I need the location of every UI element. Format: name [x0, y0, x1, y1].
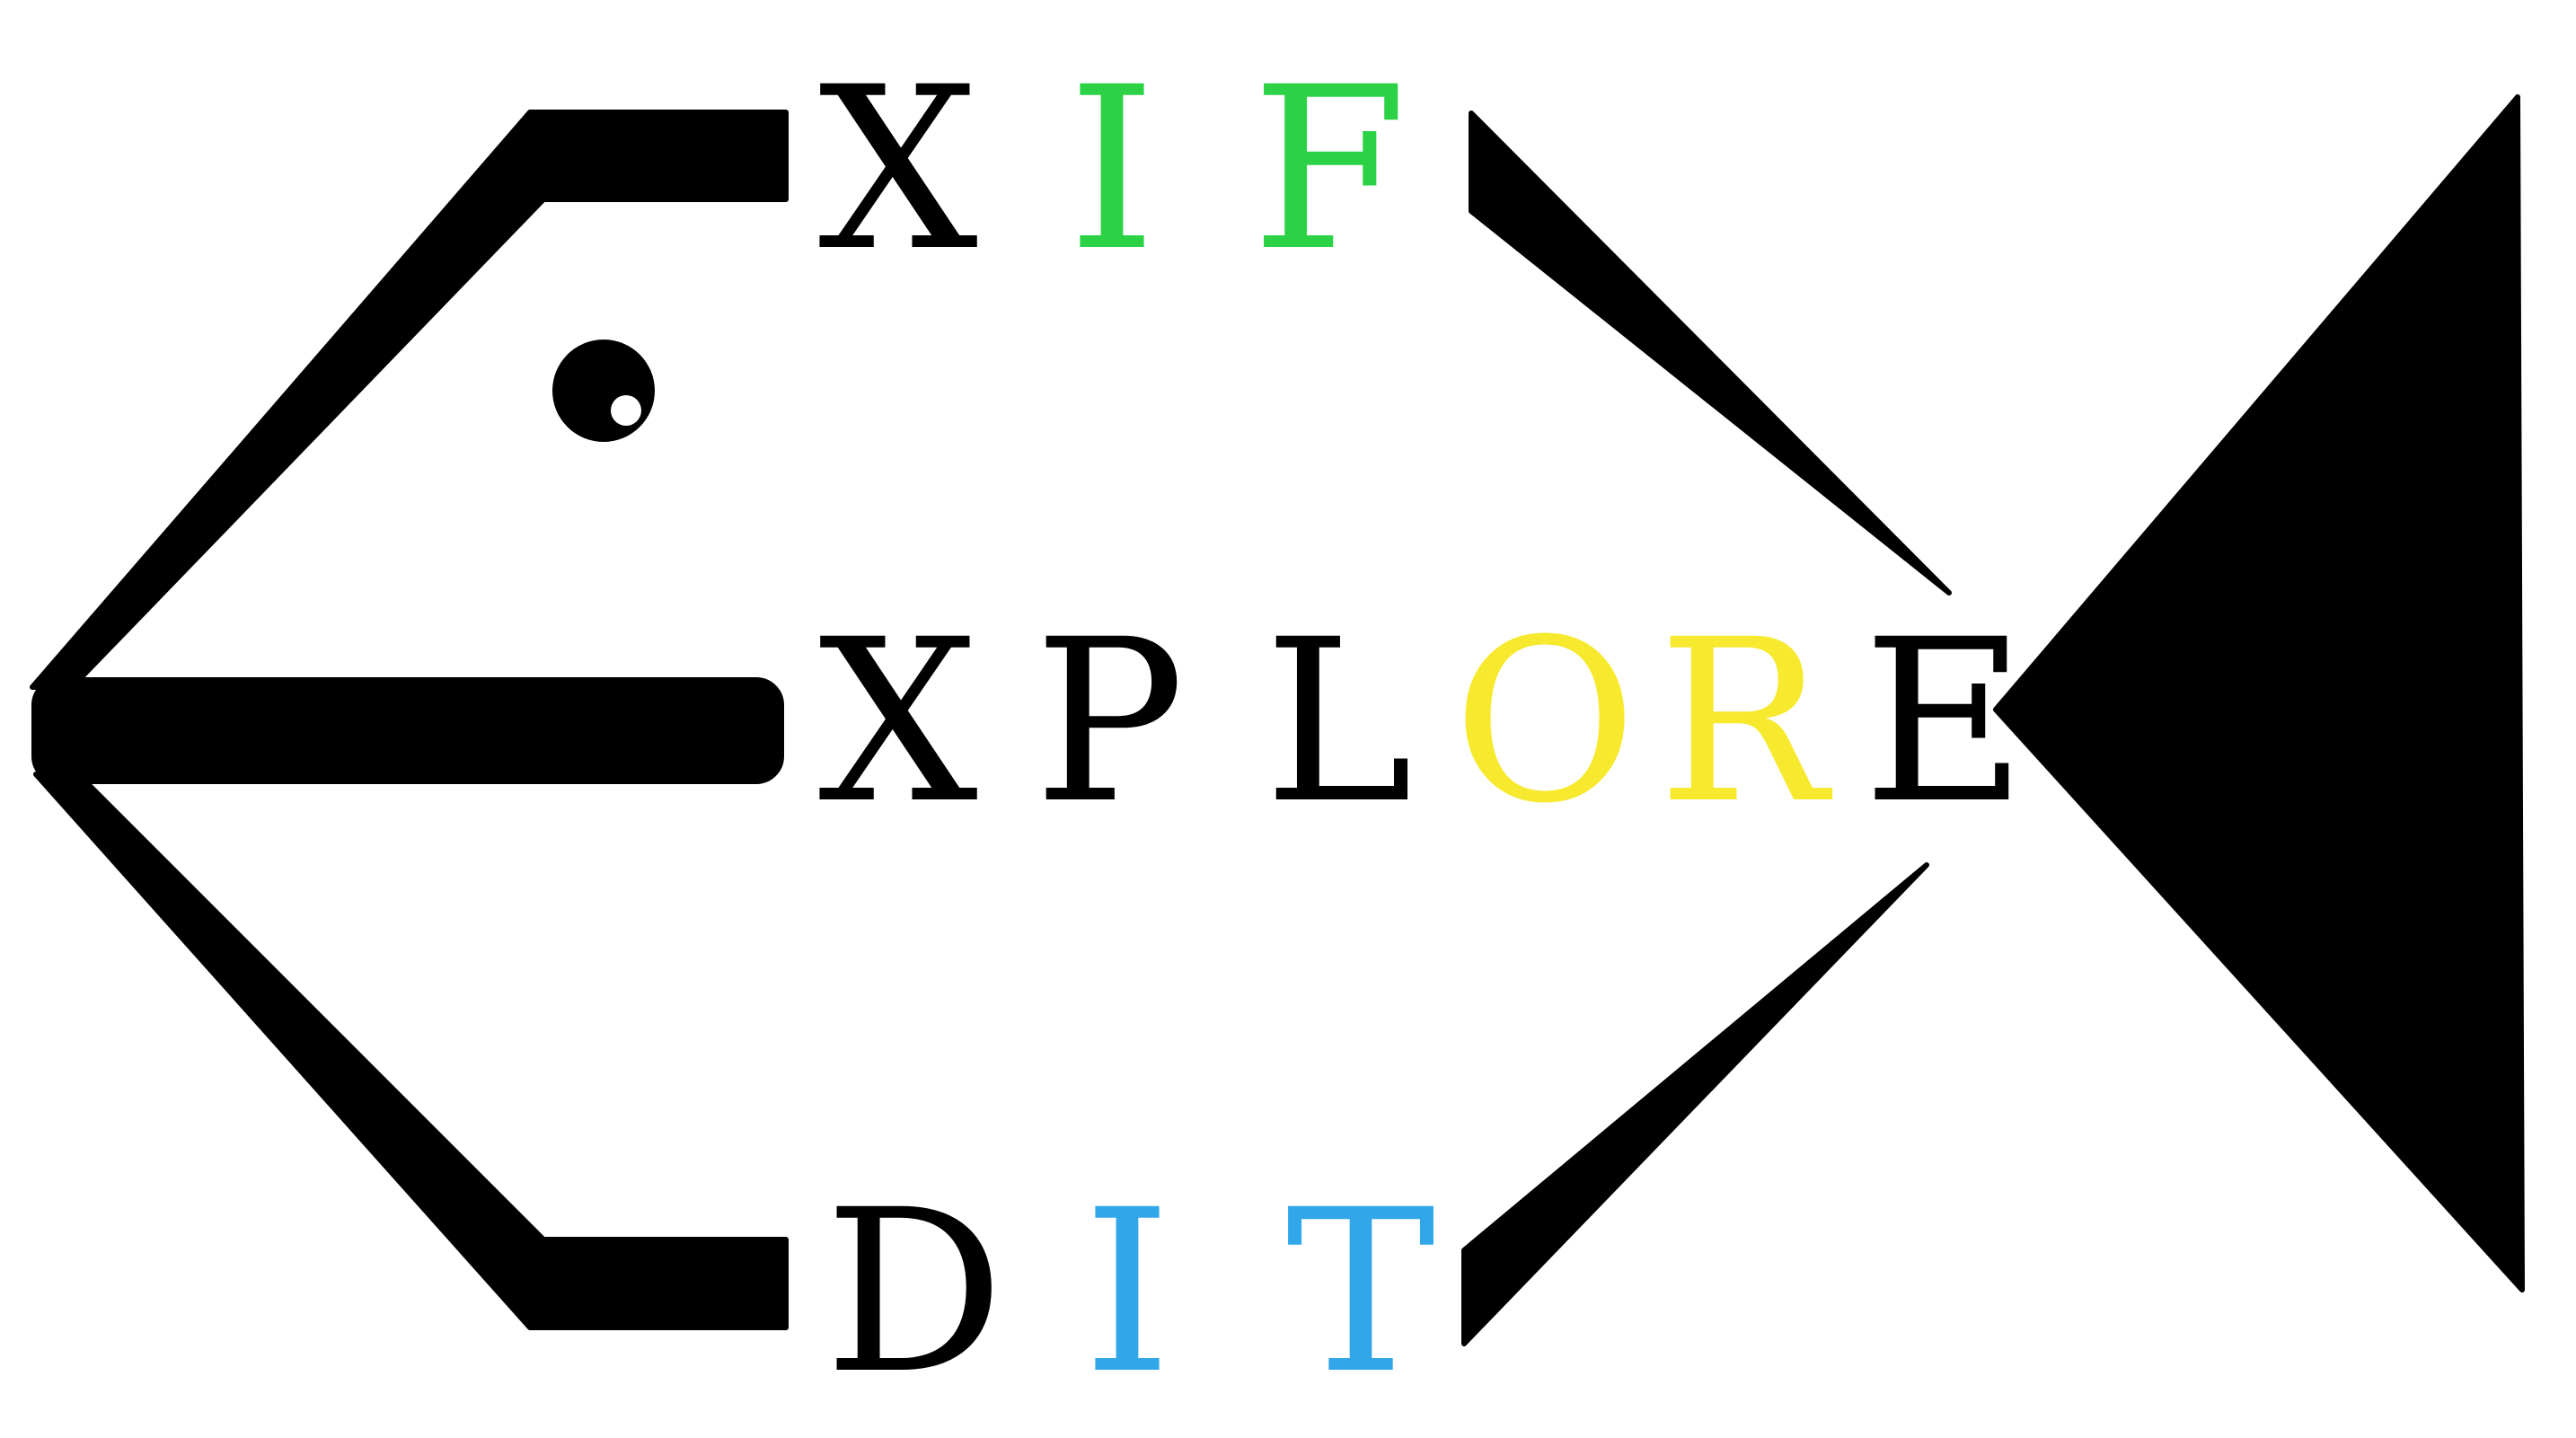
fish-head-lower-stroke: [33, 772, 789, 1330]
letter-i-3: I: [1083, 1161, 1172, 1423]
letter-x-2: X: [818, 591, 978, 852]
word-xplore: X P L O R E: [818, 591, 2026, 852]
letter-r-2: R: [1658, 591, 1833, 852]
letter-x-1: X: [818, 39, 978, 300]
word-dit: D I T: [825, 1161, 1436, 1423]
letter-f-1: F: [1251, 39, 1407, 300]
fish-middle-bar: [31, 677, 784, 784]
letter-o-2: O: [1453, 591, 1637, 852]
letter-e-2: E: [1863, 591, 2027, 852]
word-xif: X I F: [818, 39, 1407, 300]
letter-p-2: P: [1034, 591, 1185, 852]
fish-lower-fin: [1461, 862, 1929, 1346]
letter-d-3: D: [825, 1161, 1004, 1423]
letter-i-1: I: [1068, 39, 1157, 300]
letter-t-3: T: [1286, 1161, 1436, 1423]
fish-head-upper-stroke: [30, 110, 789, 690]
fish-upper-fin: [1469, 110, 1952, 595]
fish-eye-pupil-icon: [611, 395, 641, 426]
fish-tail: [1993, 94, 2525, 1292]
letter-l-2: L: [1264, 591, 1413, 852]
fish-eye-icon: [552, 340, 655, 442]
